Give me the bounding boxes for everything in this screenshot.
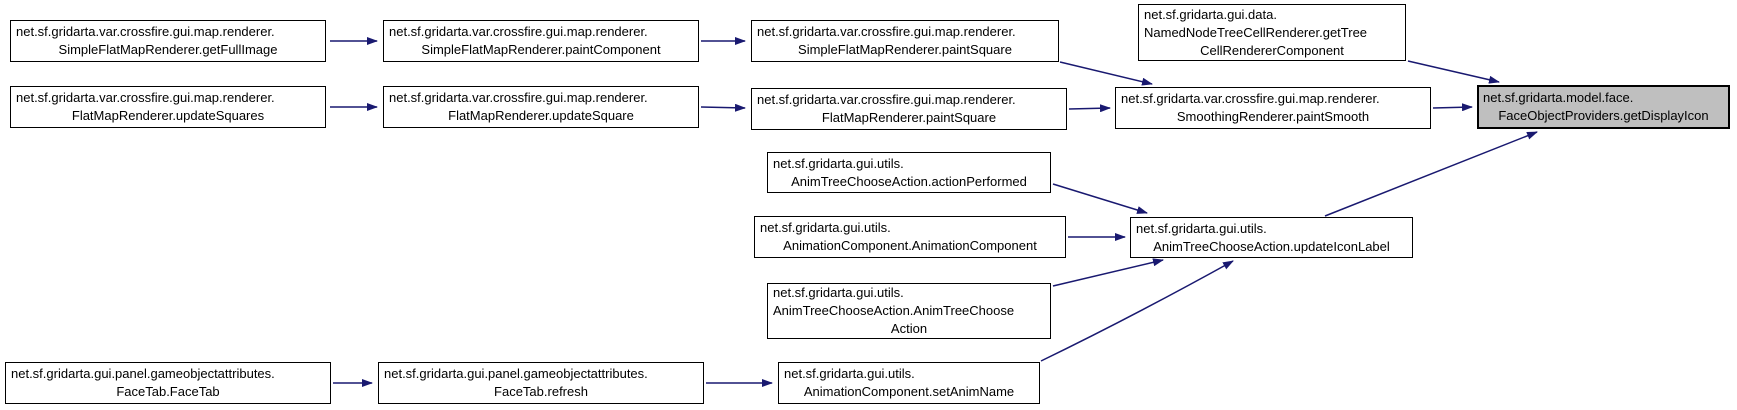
node-label-line: net.sf.gridarta.var.crossfire.gui.map.re…	[16, 90, 275, 105]
node-label-line: CellRendererComponent	[1200, 42, 1344, 58]
node-label-line: net.sf.gridarta.var.crossfire.gui.map.re…	[389, 24, 648, 39]
node-label-line: AnimTreeChooseAction.actionPerformed	[791, 173, 1027, 189]
edge-simplepaintsquare-to-paintsmooth	[1059, 61, 1153, 86]
node-label-line: AnimTreeChooseAction.updateIconLabel	[1153, 238, 1390, 254]
node-label-line: Action	[890, 321, 928, 336]
node-animationcomponent-constructor[interactable]: net.sf.gridarta.gui.utils. AnimationComp…	[754, 216, 1066, 258]
node-label-line: net.sf.gridarta.var.crossfire.gui.map.re…	[16, 24, 275, 39]
node-label-line: net.sf.gridarta.model.face.	[1483, 90, 1634, 105]
edge-setanimname-to-updateiconlabel	[1040, 260, 1234, 362]
node-label-line: FlatMapRenderer.paintSquare	[821, 110, 997, 125]
node-label-line: FaceTab.FaceTab	[116, 384, 220, 399]
edge-paintsmooth-to-getdisplayicon	[1432, 103, 1473, 112]
node-label-line: FaceObjectProviders.getDisplayIcon	[1498, 108, 1709, 123]
node-label-line: net.sf.gridarta.gui.utils.	[773, 155, 904, 171]
edge-animtreechooseactionctor-to-updateiconlabel	[1052, 258, 1164, 287]
node-label-line: SmoothingRenderer.paintSmooth	[1176, 109, 1370, 124]
edge-actionperformed-to-updateiconlabel	[1052, 183, 1148, 214]
node-label-line: SimpleFlatMapRenderer.getFullImage	[58, 42, 278, 57]
node-label-line: AnimationComponent.AnimationComponent	[783, 238, 1037, 253]
node-flatmaprenderer-paintsquare[interactable]: net.sf.gridarta.var.crossfire.gui.map.re…	[751, 88, 1067, 130]
node-facetab-constructor[interactable]: net.sf.gridarta.gui.panel.gameobjectattr…	[5, 362, 331, 404]
node-label-line: net.sf.gridarta.gui.utils.	[760, 220, 891, 235]
node-animtreechooseaction-constructor[interactable]: net.sf.gridarta.gui.utils. AnimTreeChoos…	[767, 283, 1051, 339]
node-simpleflatmaprenderer-paintcomponent[interactable]: net.sf.gridarta.var.crossfire.gui.map.re…	[383, 20, 699, 62]
node-label-line: FlatMapRenderer.updateSquare	[448, 108, 634, 123]
node-label-line: net.sf.gridarta.gui.panel.gameobjectattr…	[11, 366, 275, 381]
node-label-line: FaceTab.refresh	[494, 384, 588, 399]
node-label-line: net.sf.gridarta.var.crossfire.gui.map.re…	[389, 90, 648, 105]
edge-updatesquare-to-flatpaintsquare	[700, 103, 746, 112]
node-animtreechooseaction-actionperformed[interactable]: net.sf.gridarta.gui.utils. AnimTreeChoos…	[767, 152, 1051, 193]
node-faceobjectproviders-getdisplayicon: net.sf.gridarta.model.face. FaceObjectPr…	[1477, 85, 1730, 129]
node-label-line: net.sf.gridarta.gui.panel.gameobjectattr…	[384, 366, 648, 381]
node-label-line: net.sf.gridarta.gui.utils.	[1136, 220, 1267, 236]
edge-flatpaintsquare-to-paintsmooth	[1068, 104, 1111, 113]
node-label-line: NamedNodeTreeCellRenderer.getTree	[1144, 24, 1368, 40]
node-label-line: AnimationComponent.setAnimName	[803, 384, 1015, 399]
node-facetab-refresh[interactable]: net.sf.gridarta.gui.panel.gameobjectattr…	[378, 362, 704, 404]
node-label-line: SimpleFlatMapRenderer.paintSquare	[798, 42, 1012, 57]
node-animtreechooseaction-updateiconlabel[interactable]: net.sf.gridarta.gui.utils. AnimTreeChoos…	[1130, 217, 1413, 258]
node-label-line: net.sf.gridarta.var.crossfire.gui.map.re…	[757, 92, 1016, 107]
node-simpleflatmaprenderer-getfullimage[interactable]: net.sf.gridarta.var.crossfire.gui.map.re…	[10, 20, 326, 62]
node-label-line: net.sf.gridarta.gui.utils.	[784, 366, 915, 381]
node-label-line: SimpleFlatMapRenderer.paintComponent	[421, 42, 661, 57]
node-flatmaprenderer-updatesquare[interactable]: net.sf.gridarta.var.crossfire.gui.map.re…	[383, 86, 699, 128]
node-flatmaprenderer-updatesquares[interactable]: net.sf.gridarta.var.crossfire.gui.map.re…	[10, 86, 326, 128]
node-namednodetreecellrenderer-gettreecellrenderercomponent[interactable]: net.sf.gridarta.gui.data. NamedNodeTreeC…	[1138, 4, 1406, 61]
edge-updateiconlabel-to-getdisplayicon	[1324, 131, 1538, 217]
node-smoothingrenderer-paintsmooth[interactable]: net.sf.gridarta.var.crossfire.gui.map.re…	[1115, 87, 1431, 129]
node-simpleflatmaprenderer-paintsquare[interactable]: net.sf.gridarta.var.crossfire.gui.map.re…	[751, 20, 1059, 62]
node-label-line: net.sf.gridarta.var.crossfire.gui.map.re…	[1121, 91, 1380, 106]
node-label-line: AnimTreeChooseAction.AnimTreeChoose	[773, 303, 1015, 318]
node-label-line: FlatMapRenderer.updateSquares	[71, 108, 265, 123]
node-label-line: net.sf.gridarta.gui.utils.	[773, 285, 904, 300]
edge-gettreecellrenderercomponent-to-getdisplayicon	[1407, 60, 1500, 84]
node-animationcomponent-setanimname[interactable]: net.sf.gridarta.gui.utils. AnimationComp…	[778, 362, 1040, 404]
node-label-line: net.sf.gridarta.gui.data.	[1144, 6, 1277, 22]
node-label-line: net.sf.gridarta.var.crossfire.gui.map.re…	[757, 24, 1016, 39]
